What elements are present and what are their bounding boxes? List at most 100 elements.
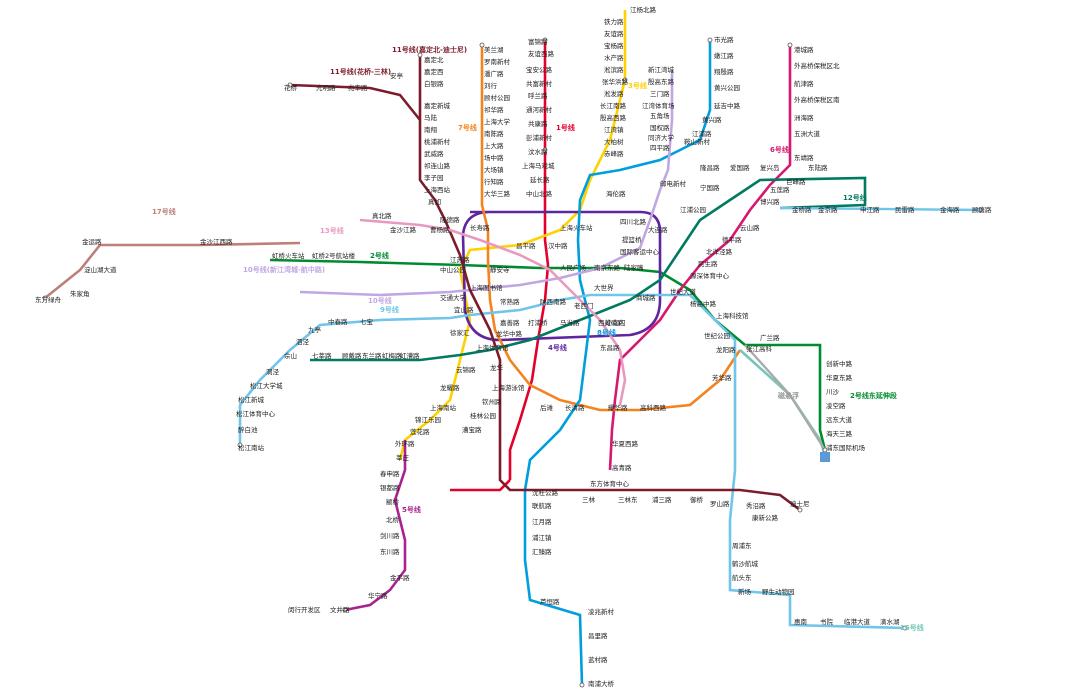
- st-lujiazui: 陆家嘴: [624, 263, 644, 272]
- st-waigaoqiaonan: 外高桥保税区南: [794, 95, 840, 104]
- st-jinshajiang: 金沙江西路: [200, 237, 233, 246]
- st-baoyang: 宝杨路: [604, 41, 624, 50]
- st-pudongairport: 浦东国际机场: [826, 443, 866, 452]
- st-yaohua: 耀华路: [608, 403, 628, 412]
- label-line-11: 11号线(嘉定北-迪士尼): [392, 45, 467, 54]
- st-huaxiaxi: 华夏西路: [612, 439, 639, 448]
- line-4-loop: [461, 210, 662, 342]
- st-shuyuan: 书院: [820, 617, 834, 626]
- line-2-path: [269, 258, 827, 451]
- st-sanmen: 三门路: [650, 89, 670, 98]
- st-zhaofeng: 兆丰路: [348, 83, 368, 92]
- st-dishui: 滴水湖: [880, 617, 900, 626]
- st-jiangyangbei: 江杨北路: [630, 5, 657, 14]
- st-caoyang: 曹杨路: [430, 225, 450, 234]
- st-lancun: 蓝村路: [588, 655, 608, 664]
- st-jiangpu8: 江浦路: [692, 129, 712, 138]
- st-lingang: 临港大道: [844, 617, 871, 626]
- st-siping: 四平路: [650, 143, 670, 152]
- st-xinjiangwan: 新江湾城: [648, 65, 675, 74]
- st-songfa: 淞发路: [604, 89, 624, 98]
- label-line-10b: 10号线(新江湾城-航中路): [243, 265, 325, 274]
- station-labels: 江杨北路 铁力路 友谊路 宝杨路 水产路 淞滨路 张华浜路 淞发路 长江南路 殷…: [35, 5, 992, 688]
- st-haitian: 海天三路: [826, 429, 853, 438]
- st-minshenglu6: 民生路: [698, 259, 718, 268]
- st-longyao: 龙耀路: [440, 383, 460, 392]
- st-yanji: 延吉中路: [714, 101, 741, 110]
- st-luonan: 罗南新村: [484, 57, 511, 66]
- st-zhongchun: 中春路: [328, 317, 348, 326]
- label-line-2: 2号线: [370, 251, 389, 260]
- st-songbin: 淞滨路: [604, 65, 624, 74]
- st-houtan: 后滩: [540, 403, 554, 412]
- st-deping: 德平路: [722, 235, 742, 244]
- st-songjiangtiyu: 松江体育中心: [236, 409, 276, 418]
- st-yinduan: 银都路: [380, 483, 400, 492]
- line-8-path: [523, 40, 712, 686]
- st-beiqiao: 北桥: [386, 515, 400, 524]
- st-yuqiao: 御桥: [690, 495, 704, 504]
- st-zuijing: 醉白池: [238, 425, 258, 434]
- st-yanchang: 延长路: [530, 175, 550, 184]
- st-gucun2: 顾唐路: [972, 205, 992, 214]
- label-line-9: 9号线: [380, 305, 399, 314]
- st-lilong: 李子园: [424, 173, 444, 182]
- st-beiyangjing: 北洋泾路: [706, 247, 733, 256]
- st-tongji: 同济大学: [648, 133, 675, 142]
- st-tieli: 铁力路: [604, 17, 624, 26]
- st-shanghainan: 上海南站: [430, 403, 457, 412]
- st-nanpu: 南浦大桥: [588, 679, 615, 688]
- st-zhenbei13: 真北路: [372, 211, 392, 220]
- line-10-path: [299, 70, 674, 297]
- st-jiangsu: 江苏路: [450, 255, 470, 264]
- st-chuansha: 川沙: [826, 388, 840, 396]
- st-shanxinan: 陕西南路: [540, 297, 567, 306]
- st-dongchuan: 东川路: [380, 547, 400, 556]
- st-huaxiadong: 华夏东路: [826, 373, 853, 382]
- line-6-path: [608, 45, 792, 471]
- st-qixin: 七莘路: [312, 351, 332, 360]
- st-hangjin: 航津路: [794, 79, 814, 88]
- st-chuangxin: 创新中路: [826, 359, 853, 368]
- st-yinhe: 殷高西路: [600, 113, 627, 122]
- label-line-7: 7号线: [458, 123, 477, 132]
- st-zhanghua: 张华浜路: [602, 77, 629, 86]
- st-dabaishu: 大柏树: [604, 137, 624, 146]
- st-qibao: 七宝: [360, 317, 374, 326]
- st-jinjing: 金京路: [818, 205, 838, 214]
- line-5-path: [344, 440, 407, 612]
- st-changzhong: 场中路: [484, 153, 504, 162]
- st-jianchuan: 剑川路: [380, 531, 400, 540]
- line-11-branch: [289, 83, 422, 121]
- st-minhang: 闵行开发区: [288, 605, 321, 614]
- st-huaning: 华宁路: [368, 591, 388, 600]
- st-longchang: 隆昌路: [700, 163, 720, 172]
- label-line-2e: 2号线东延伸段: [850, 391, 897, 400]
- st-hongmei: 虹梅路: [382, 351, 402, 360]
- st-jingan: 静安寺: [490, 265, 510, 274]
- st-nanjingdong: 南京东路: [594, 263, 621, 272]
- st-baoan: 宝安公路: [526, 65, 553, 74]
- st-songjiangxincheng: 松江新城: [238, 395, 265, 404]
- st-changqing: 长清路: [565, 403, 585, 412]
- st-sheshan: 佘山: [284, 351, 297, 360]
- st-shanghaitushuguan: 上海图书馆: [470, 283, 503, 292]
- st-sanlin: 三林: [582, 495, 596, 504]
- label-line-13: 13号线: [320, 226, 344, 235]
- label-line-3: 3号线: [628, 81, 647, 90]
- st-jinqiao: 金桥路: [792, 205, 812, 214]
- st-laoximen: 老西门: [574, 301, 594, 310]
- st-baiyin: 白银路: [424, 79, 444, 88]
- st-qinzhou: 钦州路: [482, 397, 502, 406]
- st-jiangwanzhen: 江湾镇: [604, 125, 624, 134]
- st-tonghe: 通河新村: [526, 105, 553, 114]
- line-12-path: [310, 176, 867, 362]
- st-zhuanqiao: 颛桥: [386, 497, 400, 506]
- st-shanghaiyouyong: 上海游泳馆: [492, 383, 525, 392]
- st-xiuyan: 秀沿路: [746, 501, 766, 510]
- label-maglev: 磁悬浮: [778, 391, 799, 400]
- st-fuxing: 复兴岛: [760, 163, 780, 172]
- st-donglan: 东兰路: [362, 351, 382, 360]
- st-sichuan: 四川北路: [620, 217, 647, 226]
- st-dongfanglv: 东方绿舟: [35, 295, 62, 304]
